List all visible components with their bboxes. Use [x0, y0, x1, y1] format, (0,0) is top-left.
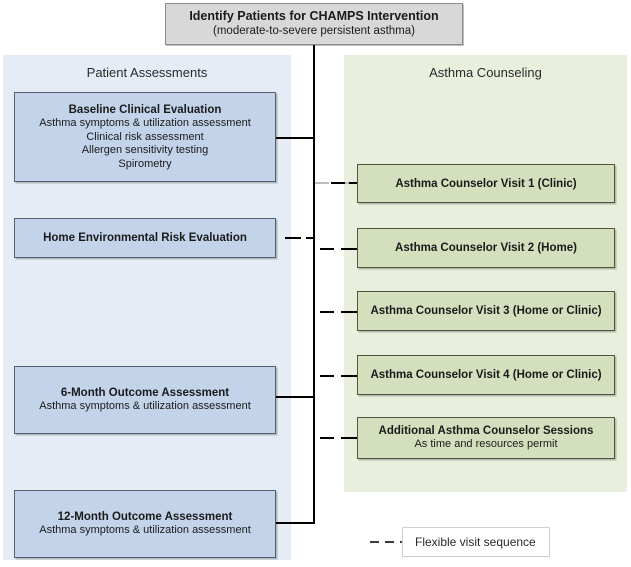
- header-box: Identify Patients for CHAMPS Interventio…: [165, 3, 463, 45]
- node-title: 12-Month Outcome Assessment: [57, 511, 233, 524]
- node-12-month-outcome-assessment[interactable]: 12-Month Outcome Assessment Asthma sympt…: [14, 490, 276, 558]
- connector-12month-to-trunk: [275, 522, 315, 524]
- header-subtitle: (moderate-to-severe persistent asthma): [213, 25, 415, 37]
- node-asthma-counselor-visit-3[interactable]: Asthma Counselor Visit 3 (Home or Clinic…: [357, 291, 615, 331]
- node-title: Asthma Counselor Visit 3 (Home or Clinic…: [370, 305, 602, 317]
- node-title: Home Environmental Risk Evaluation: [43, 232, 247, 244]
- node-additional-asthma-counselor-sessions[interactable]: Additional Asthma Counselor Sessions As …: [357, 417, 615, 459]
- connector-6month-to-trunk: [275, 396, 315, 398]
- connector-home-risk-dash-2: [306, 237, 315, 239]
- node-title: Asthma Counselor Visit 2 (Home): [395, 242, 577, 254]
- connector-additional-dash-1: [320, 437, 334, 439]
- node-line: Asthma symptoms & utilization assessment: [39, 400, 251, 413]
- connector-baseline-to-trunk: [275, 137, 315, 139]
- node-asthma-counselor-visit-2[interactable]: Asthma Counselor Visit 2 (Home): [357, 228, 615, 268]
- node-title: Asthma Counselor Visit 1 (Clinic): [395, 177, 577, 190]
- node-line: Spirometry: [118, 157, 172, 170]
- connector-visit1-dash-1: [315, 182, 329, 184]
- connector-additional-dash-2: [341, 437, 359, 439]
- legend-label: Flexible visit sequence: [415, 535, 536, 549]
- connector-visit1-dash-3: [345, 182, 351, 184]
- connector-visit4-dash-1: [320, 375, 334, 377]
- node-asthma-counselor-visit-1[interactable]: Asthma Counselor Visit 1 (Clinic): [357, 164, 615, 203]
- node-home-environmental-risk-evaluation[interactable]: Home Environmental Risk Evaluation: [14, 218, 276, 258]
- connector-visit1-dash-2: [331, 182, 345, 184]
- connector-visit2-dash-2: [341, 248, 359, 250]
- node-title: 6-Month Outcome Assessment: [60, 387, 230, 400]
- connector-visit2-dash-1: [320, 248, 334, 250]
- legend-box: Flexible visit sequence: [402, 527, 550, 557]
- node-asthma-counselor-visit-4[interactable]: Asthma Counselor Visit 4 (Home or Clinic…: [357, 355, 615, 395]
- node-baseline-clinical-evaluation[interactable]: Baseline Clinical Evaluation Asthma symp…: [14, 92, 276, 182]
- node-line: As time and resources permit: [414, 438, 558, 451]
- connector-home-risk-dash-1: [285, 237, 301, 239]
- trunk-line-main: [313, 45, 315, 523]
- node-title: Asthma Counselor Visit 4 (Home or Clinic…: [370, 369, 602, 381]
- node-title: Additional Asthma Counselor Sessions: [378, 425, 594, 438]
- node-line: Asthma symptoms & utilization assessment: [39, 117, 251, 129]
- connector-visit3-dash-2: [341, 311, 359, 313]
- node-6-month-outcome-assessment[interactable]: 6-Month Outcome Assessment Asthma sympto…: [14, 366, 276, 434]
- panel-right-title: Asthma Counseling: [429, 65, 542, 80]
- node-line: Clinical risk assessment: [86, 130, 204, 143]
- node-line: Asthma symptoms & utilization assessment: [39, 524, 251, 537]
- connector-visit1-dash-4: [349, 182, 359, 184]
- panel-left-title: Patient Assessments: [86, 65, 208, 80]
- connector-visit3-dash-1: [320, 311, 334, 313]
- connector-visit4-dash-2: [341, 375, 359, 377]
- node-line: Allergen sensitivity testing: [81, 144, 209, 156]
- node-title: Baseline Clinical Evaluation: [68, 104, 222, 116]
- header-title: Identify Patients for CHAMPS Interventio…: [189, 9, 439, 23]
